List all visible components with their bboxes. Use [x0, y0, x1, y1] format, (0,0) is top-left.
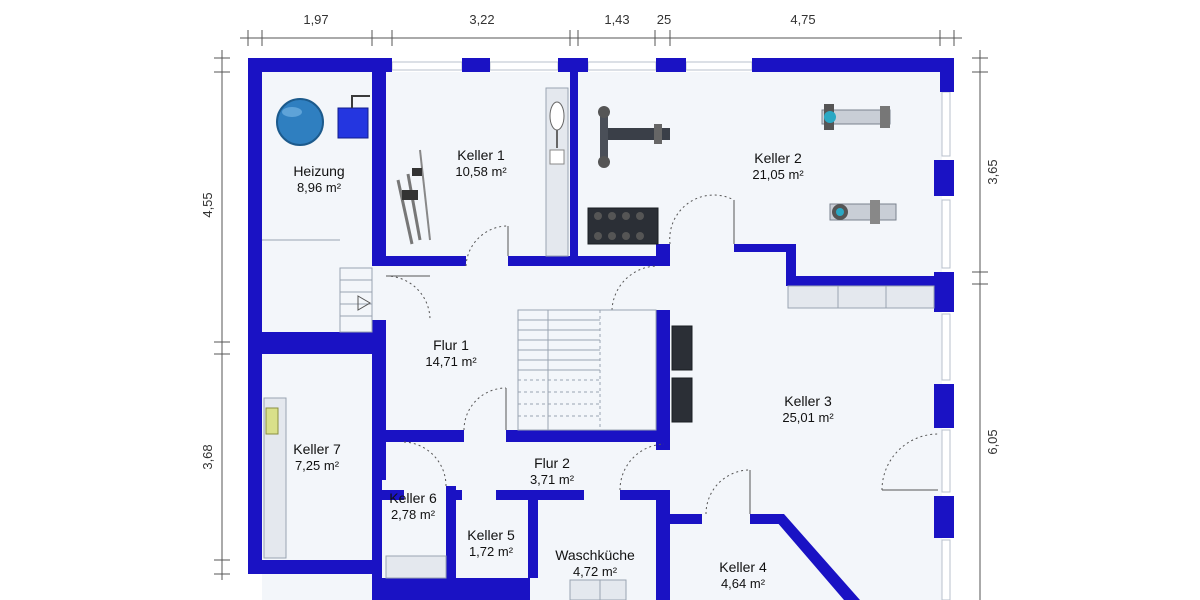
room-name: Keller 3	[784, 393, 832, 409]
dimension-right: 3,65 6,05	[972, 50, 1000, 600]
room-area: 7,25 m²	[295, 458, 340, 473]
dim-left-2: 3,68	[200, 444, 215, 469]
dimension-left: 4,55 3,68	[200, 50, 230, 580]
room-keller1: Keller 1 10,58 m²	[455, 147, 507, 179]
dimension-top: 1,97 3,22 1,43 25 4,75	[240, 12, 962, 46]
room-keller3: Keller 3 25,01 m²	[782, 393, 834, 425]
dim-top-1: 1,97	[303, 12, 328, 27]
room-name: Flur 1	[433, 337, 469, 353]
ski-icon	[396, 149, 431, 245]
weight-bench-icon	[598, 106, 670, 168]
room-area: 4,72 m²	[573, 564, 618, 579]
room-keller4: Keller 4 4,64 m²	[719, 559, 767, 591]
room-flur1: Flur 1 14,71 m²	[425, 337, 477, 369]
room-area: 25,01 m²	[782, 410, 834, 425]
room-area: 10,58 m²	[455, 164, 507, 179]
dim-top-4: 25	[657, 12, 671, 27]
room-area: 8,96 m²	[297, 180, 342, 195]
room-name: Keller 5	[467, 527, 515, 543]
shelf-icon	[263, 285, 935, 600]
room-keller5: Keller 5 1,72 m²	[467, 527, 515, 559]
room-area: 21,05 m²	[752, 167, 804, 182]
room-name: Keller 2	[754, 150, 802, 166]
room-flur2: Flur 2 3,71 m²	[530, 455, 575, 487]
staircase-icon	[517, 309, 657, 431]
room-area: 3,71 m²	[530, 472, 575, 487]
room-name: Heizung	[293, 163, 344, 179]
dim-right-1: 3,65	[985, 159, 1000, 184]
water-tank-icon	[337, 95, 370, 139]
room-heizung: Heizung 8,96 m²	[293, 163, 344, 195]
room-keller2: Keller 2 21,05 m²	[752, 150, 804, 182]
windows	[391, 61, 951, 600]
dim-top-3: 1,43	[604, 12, 629, 27]
room-keller6: Keller 6 2,78 m²	[389, 490, 437, 522]
room-name: Keller 1	[457, 147, 505, 163]
room-area: 14,71 m²	[425, 354, 477, 369]
room-name: Keller 4	[719, 559, 767, 575]
exercise-bike-icon	[821, 104, 891, 130]
room-area: 1,72 m²	[469, 544, 514, 559]
dim-left-1: 4,55	[200, 192, 215, 217]
rowing-machine-icon	[829, 200, 897, 224]
doors	[385, 194, 939, 515]
dumbbell-rack-icon	[587, 207, 659, 245]
walls	[248, 58, 954, 600]
dim-top-2: 3,22	[469, 12, 494, 27]
room-area: 4,64 m²	[721, 576, 766, 591]
heizung-steps	[262, 239, 373, 333]
room-name: Flur 2	[534, 455, 570, 471]
room-area: 2,78 m²	[391, 507, 436, 522]
tennis-racket-icon	[545, 87, 569, 257]
dim-top-5: 4,75	[790, 12, 815, 27]
room-keller7: Keller 7 7,25 m²	[293, 441, 341, 473]
boiler-icon	[276, 98, 324, 146]
room-name: Keller 7	[293, 441, 341, 457]
room-waschkueche: Waschküche 4,72 m²	[555, 547, 635, 579]
dim-right-2: 6,05	[985, 429, 1000, 454]
room-name: Keller 6	[389, 490, 437, 506]
room-name: Waschküche	[555, 547, 635, 563]
